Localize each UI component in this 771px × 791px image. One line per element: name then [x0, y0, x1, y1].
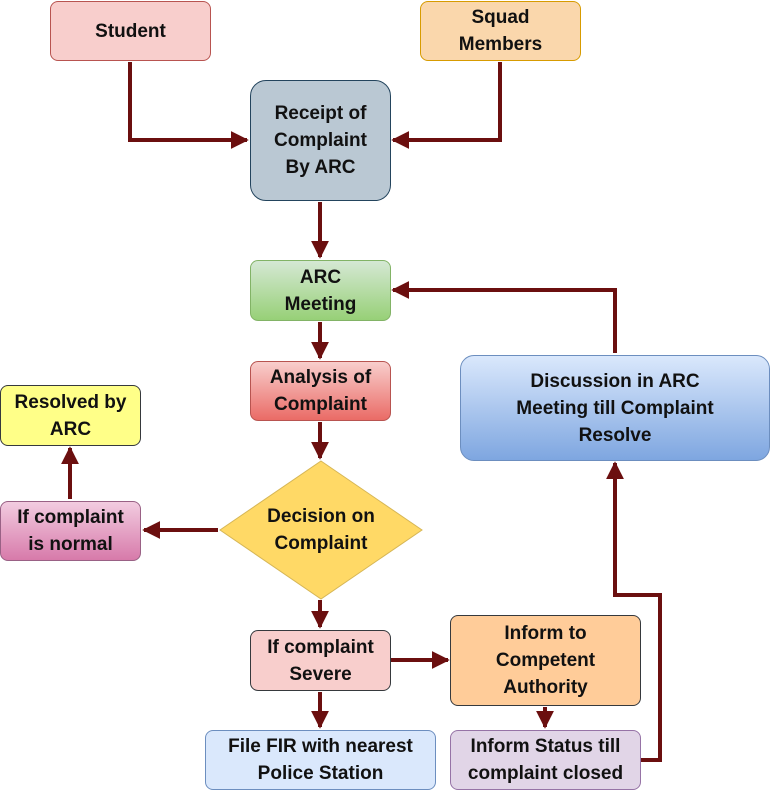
analysis-label-line-1: Analysis of	[269, 367, 372, 388]
student-node: Student	[50, 1, 211, 61]
receipt-label-line-2: Complaint	[274, 130, 367, 151]
severe-label-line-1: If complaint	[267, 636, 374, 658]
squad-label-line-1: Squad	[471, 7, 530, 28]
normal-label-line-1: If complaint	[17, 507, 124, 528]
discussion-label-line-1: Discussion in ARC	[530, 370, 700, 392]
receipt-label-line-3: By ARC	[285, 157, 356, 178]
decision-diamond-shape	[219, 460, 423, 600]
arrow-squad-to-receipt	[391, 62, 502, 149]
arrow-discussion-to-meeting	[391, 281, 617, 353]
arc-meeting-label-line-2: Meeting	[284, 293, 357, 315]
resolved-label-line-1: Resolved by	[14, 391, 127, 413]
normal-label-line-2: is normal	[28, 534, 113, 555]
severe-label-line-2: Severe	[289, 663, 352, 685]
status-label-line-1: Inform Status till	[470, 736, 621, 757]
arc-meeting-label-line-1: ARC	[299, 266, 342, 288]
arc-meeting-node: ARC Meeting	[250, 260, 391, 321]
authority-label-line-1: Inform to	[504, 623, 587, 644]
fir-label-line-2: Police Station	[257, 763, 384, 784]
inform-authority-node: Inform to Competent Authority	[450, 615, 641, 706]
resolved-label-line-2: ARC	[49, 418, 92, 440]
receipt-node: Receipt of Complaint By ARC	[250, 80, 391, 201]
authority-label-line-2: Competent	[495, 650, 596, 671]
analysis-label-line-2: Complaint	[274, 394, 367, 415]
squad-members-node: Squad Members	[420, 1, 581, 61]
arrow-status-to-discussion	[606, 461, 662, 762]
fir-label-line-1: File FIR with nearest	[228, 736, 413, 757]
decision-label-line-2: Complaint	[274, 533, 368, 554]
complaint-normal-node: If complaint is normal	[0, 501, 141, 561]
file-fir-node: File FIR with nearest Police Station	[205, 730, 436, 790]
squad-label-line-2: Members	[458, 34, 543, 55]
discussion-node: Discussion in ARC Meeting till Complaint…	[460, 355, 770, 461]
inform-status-node: Inform Status till complaint closed	[450, 730, 641, 790]
decision-node: Decision on Complaint	[220, 461, 422, 599]
status-label-line-2: complaint closed	[467, 763, 624, 784]
analysis-node: Analysis of Complaint	[250, 361, 391, 421]
student-label: Student	[95, 20, 166, 42]
complaint-severe-node: If complaint Severe	[250, 630, 391, 691]
discussion-label-line-2: Meeting till Complaint	[516, 397, 714, 419]
receipt-label-line-1: Receipt of	[274, 103, 367, 124]
discussion-label-line-3: Resolve	[578, 424, 652, 446]
arrow-student-to-receipt	[128, 62, 249, 149]
authority-label-line-3: Authority	[503, 677, 588, 698]
decision-label-line-1: Decision on	[267, 506, 375, 527]
resolved-by-arc-node: Resolved by ARC	[0, 385, 141, 446]
